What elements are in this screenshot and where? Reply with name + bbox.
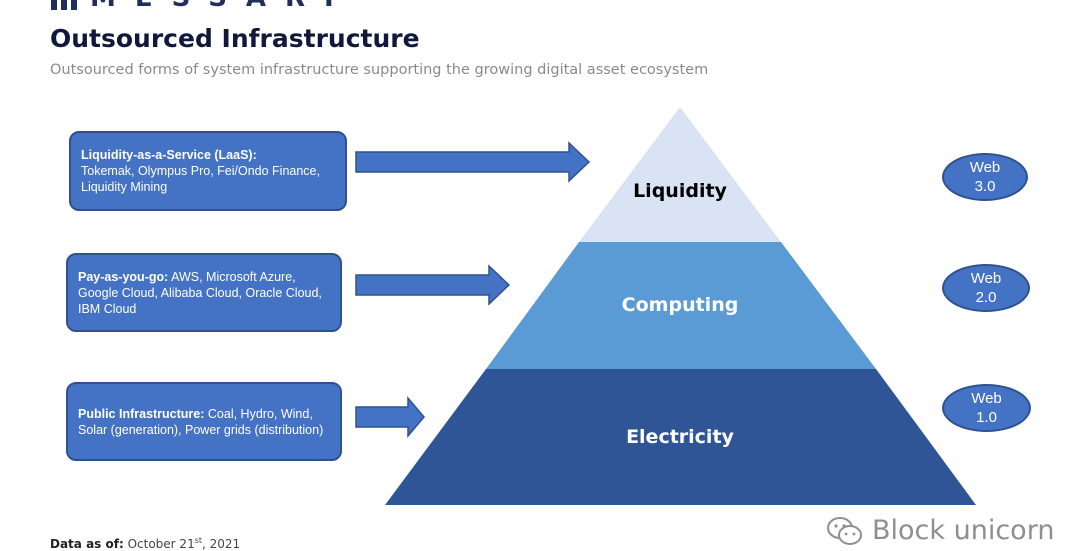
data-as-of-note: Data as of: October 21st, 2021 [50, 536, 240, 551]
block-unicorn-watermark: Block unicorn [826, 515, 1054, 546]
web-1-line2: 1.0 [976, 409, 997, 426]
laas-text: Tokemak, Olympus Pro, Fei/Ondo Finance, … [81, 164, 320, 194]
web-3-line1: Web [969, 159, 1001, 176]
page-title: Outsourced Infrastructure [50, 24, 420, 53]
messari-logo-icon [51, 0, 77, 10]
web-2-badge: Web 2.0 [942, 264, 1030, 312]
laas-info-box: Liquidity-as-a-Service (LaaS): Tokemak, … [69, 131, 347, 211]
web-1-badge: Web 1.0 [942, 384, 1031, 432]
tier-label-electricity: Electricity [626, 426, 734, 448]
arrow-right-icon [355, 141, 591, 183]
web-2-line1: Web [970, 270, 1002, 287]
web-1-line1: Web [971, 390, 1002, 407]
watermark-text: Block unicorn [872, 515, 1055, 546]
web-3-line2: 3.0 [974, 178, 996, 195]
pyramid-tier-electricity [385, 369, 976, 505]
logo-wordmark: MESSARI [90, 0, 353, 12]
web-2-line2: 2.0 [975, 289, 997, 306]
data-as-of-date: October 21 [127, 537, 195, 551]
pay-as-you-go-text: AWS, Microsoft Azure, Google Cloud, Alib… [78, 269, 322, 316]
pay-as-you-go-label: Pay-as-you-go: [78, 269, 169, 284]
data-as-of-label: Data as of: [50, 537, 124, 551]
pyramid-tier-computing [486, 242, 876, 369]
pay-as-you-go-info-box: Pay-as-you-go: AWS, Microsoft Azure, Goo… [66, 253, 342, 332]
messari-logo: MESSARI [50, 0, 353, 12]
tier-label-computing: Computing [622, 294, 739, 316]
data-as-of-year: , 2021 [202, 537, 241, 551]
arrow-right-icon [355, 395, 425, 439]
data-as-of-date-suffix: st [194, 536, 203, 545]
tier-label-liquidity: Liquidity [633, 180, 727, 202]
laas-label: Liquidity-as-a-Service (LaaS): [81, 148, 257, 162]
web-3-badge: Web 3.0 [942, 153, 1028, 201]
public-infrastructure-text: Coal, Hydro, Wind, Solar (generation), P… [78, 406, 324, 437]
public-infrastructure-info-box: Public Infrastructure: Coal, Hydro, Wind… [66, 382, 342, 461]
pyramid-tier-liquidity [579, 107, 781, 242]
wechat-icon [827, 516, 862, 545]
arrow-right-icon [355, 264, 511, 306]
public-infrastructure-label: Public Infrastructure: [78, 406, 205, 421]
page-subtitle: Outsourced forms of system infrastructur… [50, 62, 709, 78]
